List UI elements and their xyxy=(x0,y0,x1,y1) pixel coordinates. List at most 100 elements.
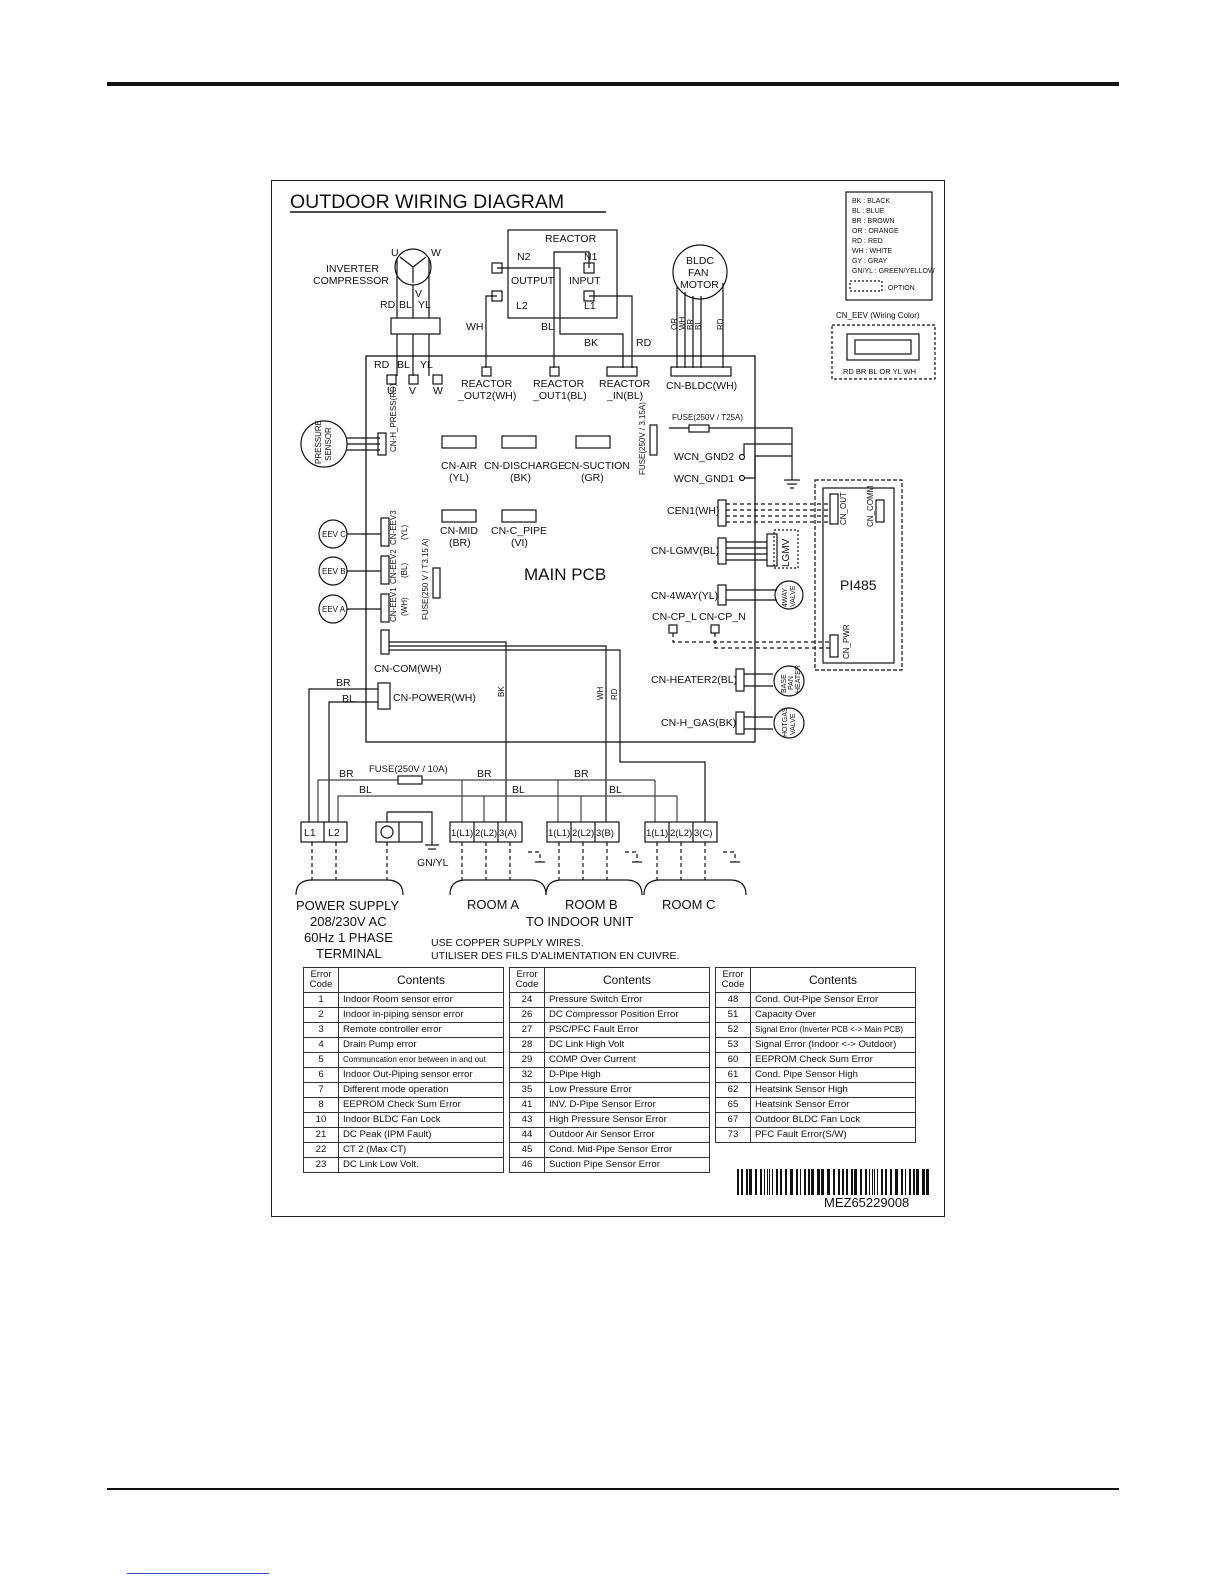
reactor-l1: L1 xyxy=(584,300,596,312)
barcode-bar xyxy=(854,1169,857,1195)
reactor-n1: N1 xyxy=(584,251,598,263)
room-c-terminal: 3(C) xyxy=(694,828,712,839)
room-c-label: ROOM C xyxy=(662,897,715,912)
legend-option: : OPTION xyxy=(884,285,915,292)
pressure-sensor-label: PRESSURE xyxy=(314,420,323,464)
reactor-out1-label: _OUT1(BL) xyxy=(532,390,587,402)
pressure-sensor-label: SENSOR xyxy=(324,427,333,461)
fan-motor-label: MOTOR xyxy=(680,279,719,291)
barcode-bar xyxy=(785,1169,787,1195)
color-legend: BK : BLACK BL : BLUE BR : BROWN OR : ORA… xyxy=(852,198,935,292)
cn-eev-title: CN_EEV (Wiring Color) xyxy=(836,311,920,320)
error-code-cell: 10 xyxy=(303,1112,339,1128)
barcode-bar xyxy=(827,1169,830,1195)
fuse-main-label: FUSE(250V / T25A) xyxy=(672,413,743,422)
barcode-bar xyxy=(895,1169,898,1195)
error-code-cell: 22 xyxy=(303,1142,339,1158)
cn-h-gas-label: CN-H_GAS(BK) xyxy=(661,717,736,729)
error-description-cell: Outdoor Air Sensor Error xyxy=(544,1127,710,1143)
barcode-bar xyxy=(881,1169,883,1195)
error-code-cell: 67 xyxy=(715,1112,751,1128)
cn-mid-label: (BR) xyxy=(449,537,471,549)
barcode-bar xyxy=(804,1169,806,1195)
cn-discharge-label: CN-DISCHARGE xyxy=(484,460,565,472)
error-description-cell: Heatsink Sensor Error xyxy=(750,1097,916,1113)
reactor-n2: N2 xyxy=(517,251,531,263)
fan-wire-label: BR xyxy=(686,319,695,330)
legend-item: BK : BLACK xyxy=(852,198,890,205)
error-code-cell: 61 xyxy=(715,1067,751,1083)
reactor-input: INPUT xyxy=(569,275,601,287)
error-code-cell: 32 xyxy=(509,1067,545,1083)
fan-motor-label: BLDC xyxy=(686,255,714,267)
cn-cp-n-label: CN-CP_N xyxy=(699,611,746,623)
error-description-cell: Suction Pipe Sensor Error xyxy=(544,1157,710,1173)
error-description-cell: Drain Pump error xyxy=(338,1037,504,1053)
compressor-wire: RD xyxy=(380,299,396,311)
wire-label-br: BR xyxy=(574,768,589,780)
barcode-bar xyxy=(764,1169,765,1195)
error-description-cell: DC Link Low Volt. xyxy=(338,1157,504,1173)
barcode-bar xyxy=(869,1169,870,1195)
power-supply-label: 60Hz 1 PHASE xyxy=(304,930,393,945)
wire-label-bl: BL xyxy=(342,693,355,705)
barcode-bar xyxy=(890,1169,892,1195)
pcb-wire: BL xyxy=(397,359,410,371)
error-code-cell: 41 xyxy=(509,1097,545,1113)
wcn-gnd1-label: WCN_GND1 xyxy=(674,473,734,485)
contents-header: Contents xyxy=(544,967,710,993)
barcode-bar xyxy=(772,1169,773,1195)
reactor-out1-label: REACTOR xyxy=(533,378,585,390)
compressor-wire: YL xyxy=(418,299,431,311)
error-description-cell: Capacity Over xyxy=(750,1007,916,1023)
diagram-frame xyxy=(271,180,945,1217)
cn-heater2-label: CN-HEATER2(BL) xyxy=(651,674,737,686)
pi485-label: PI485 xyxy=(840,577,877,593)
error-code-cell: 65 xyxy=(715,1097,751,1113)
barcode xyxy=(737,1169,929,1195)
error-description-cell: COMP Over Current xyxy=(544,1052,710,1068)
fuse-eev-label: FUSE(250 V / T3.15 A) xyxy=(421,538,430,620)
cn-bldc-label: CN-BLDC(WH) xyxy=(666,380,737,392)
reactor-in-label: REACTOR xyxy=(599,378,651,390)
terminal-l2: L2 xyxy=(328,827,340,839)
error-code-cell: 46 xyxy=(509,1157,545,1173)
error-code-cell: 60 xyxy=(715,1052,751,1068)
wire-label-bk: BK xyxy=(497,686,506,697)
error-code-cell: 2 xyxy=(303,1007,339,1023)
barcode-bar xyxy=(817,1169,820,1195)
barcode-bar xyxy=(909,1169,911,1195)
error-description-cell: Communcation error between in and out xyxy=(338,1052,504,1068)
error-code-cell: 73 xyxy=(715,1127,751,1143)
barcode-bar xyxy=(913,1169,915,1195)
power-supply-label: 208/230V AC xyxy=(310,914,387,929)
main-pcb-label: MAIN PCB xyxy=(524,565,606,584)
error-description-cell: PSC/PFC Fault Error xyxy=(544,1022,710,1038)
room-b-terminal: 1(L1) xyxy=(548,828,570,839)
cn-power-label: CN-POWER(WH) xyxy=(393,692,476,704)
cn-4way-label: CN-4WAY(YL) xyxy=(651,590,718,602)
room-c-terminal: 1(L1) xyxy=(646,828,668,839)
error-code-cell: 5 xyxy=(303,1052,339,1068)
four-way-valve-label: 4WAY xyxy=(782,588,789,607)
barcode-bar xyxy=(905,1169,906,1195)
